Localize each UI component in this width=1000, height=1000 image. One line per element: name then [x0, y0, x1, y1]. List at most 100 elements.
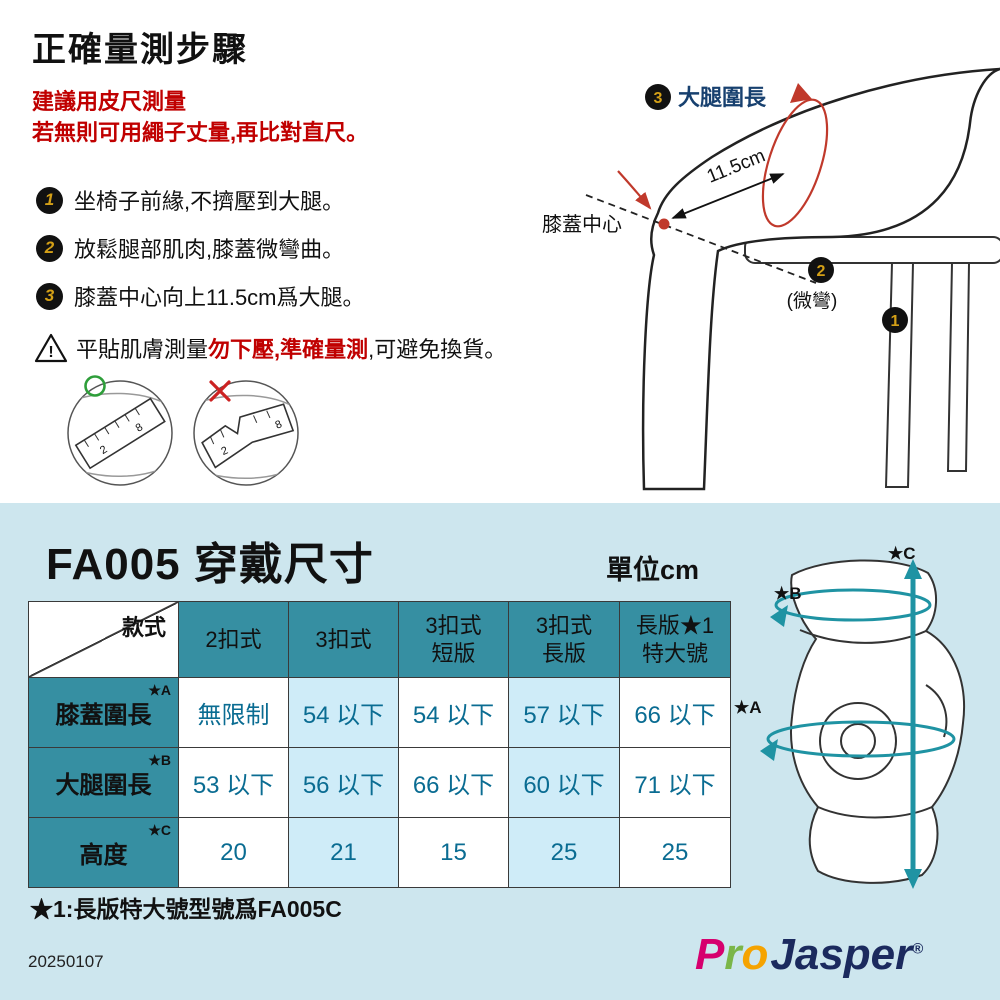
measure-advice: 建議用皮尺測量 若無則可用繩子丈量,再比對直尺。: [32, 86, 368, 148]
advice-line-1: 建議用皮尺測量: [32, 89, 187, 114]
chair: [744, 236, 1000, 488]
star-c-mark: ★C: [148, 822, 171, 838]
value-cell: 無限制: [178, 677, 289, 748]
step-item-1: 1 坐椅子前緣,不擠壓到大腿。: [36, 176, 365, 224]
warning-prefix: 平貼肌膚測量: [76, 337, 209, 362]
distance-arrow: [671, 173, 785, 219]
value-cell: 57 以下: [508, 677, 620, 748]
brace-label-a: ★A: [734, 698, 762, 717]
step-3-number: 3: [44, 286, 55, 305]
corner-label: 款式: [121, 615, 166, 640]
svg-text:8: 8: [134, 421, 146, 434]
knee-axis-dashed-line: [585, 194, 817, 284]
page-title: 正確量測步驟: [32, 31, 248, 69]
value-cell: 53 以下: [178, 747, 289, 818]
value-cell: 54 以下: [288, 677, 399, 748]
thigh-circumference-label: 大腿圍長: [678, 85, 767, 110]
step-list: 1 坐椅子前緣,不擠壓到大腿。 2 放鬆腿部肌肉,膝蓋微彎曲。 3 膝蓋中心向上…: [36, 176, 365, 320]
logo-letter-r: r: [724, 930, 742, 979]
sizing-title: FA005 穿戴尺寸: [46, 540, 374, 589]
step-3-badge-icon: 3: [645, 84, 671, 110]
slight-bend-label: (微彎): [787, 290, 838, 312]
table-row-thigh-circumference: ★B 大腿圍長 53 以下 56 以下 66 以下 60 以下 71 以下: [28, 747, 731, 818]
knee-brace-illustration: ★C ★B ★A: [734, 544, 965, 889]
row-label: 大腿圍長: [55, 772, 152, 799]
row-header-thigh-circumference: ★B 大腿圍長: [28, 747, 179, 818]
star-a-mark: ★A: [148, 682, 171, 698]
unit-label: 單位cm: [606, 555, 700, 585]
svg-text:2: 2: [817, 263, 826, 280]
step-item-3: 3 膝蓋中心向上11.5cm爲大腿。: [36, 272, 365, 320]
row-header-knee-circumference: ★A 膝蓋圍長: [28, 677, 179, 748]
step-1-text: 坐椅子前緣,不擠壓到大腿。: [74, 189, 345, 214]
svg-text:!: !: [48, 344, 53, 361]
step-3-badge-icon: 3: [36, 282, 63, 310]
value-cell: 25: [508, 817, 620, 888]
tape-measure-bad: 2 8: [193, 380, 299, 486]
star-b-mark: ★B: [148, 752, 171, 768]
svg-text:3: 3: [654, 90, 663, 107]
brace-label-b: ★B: [774, 584, 802, 603]
warning-suffix: ,可避免換貨。: [368, 337, 507, 362]
row-label: 高度: [79, 842, 128, 869]
measurement-arrows: [760, 559, 956, 889]
row-label: 膝蓋圍長: [55, 702, 152, 729]
svg-text:8: 8: [273, 418, 283, 431]
logo-letter-o: o: [741, 930, 769, 979]
value-cell: 66 以下: [398, 747, 509, 818]
knee-center-label: 膝蓋中心: [542, 213, 622, 236]
svg-text:1: 1: [891, 313, 900, 330]
table-corner-cell: 款式: [28, 601, 179, 678]
value-cell: 71 以下: [619, 747, 731, 818]
knee-center-dot: [658, 218, 670, 230]
logo-name: Jasper: [770, 930, 913, 979]
cross-mark-icon: [209, 380, 231, 402]
knee-pointer-arrow: [617, 170, 652, 210]
footnote: ★1:長版特大號型號爲FA005C: [30, 896, 342, 922]
good-mark-icon: [84, 375, 106, 397]
step-2-badge-icon: 2: [36, 234, 63, 262]
svg-text:2: 2: [219, 445, 229, 458]
warning-highlight: 勿下壓,準確量測: [208, 337, 369, 362]
svg-text:2: 2: [98, 444, 110, 457]
step-2-text: 放鬆腿部肌肉,膝蓋微彎曲。: [74, 237, 345, 262]
value-cell: 56 以下: [288, 747, 399, 818]
tape-usage-illustration: 2 8 2 8: [67, 375, 299, 486]
date-code: 20250107: [28, 952, 104, 971]
registered-mark: ®: [912, 940, 924, 958]
step-1-number: 1: [44, 190, 55, 209]
value-cell: 15: [398, 817, 509, 888]
corner-diagonal-line: [29, 602, 178, 677]
warning-note: ! 平貼肌膚測量勿下壓,準確量測,可避免換貨。: [34, 332, 506, 364]
leg-chair-illustration: 11.5cm 膝蓋中心 3 大腿圍長 2 (微彎) 1: [542, 67, 1000, 491]
value-cell: 60 以下: [508, 747, 620, 818]
brace-label-c: ★C: [888, 544, 916, 563]
step-item-2: 2 放鬆腿部肌肉,膝蓋微彎曲。: [36, 224, 365, 272]
value-cell: 25: [619, 817, 731, 888]
col-header-1: 2扣式: [178, 601, 289, 678]
value-cell: 54 以下: [398, 677, 509, 748]
col-header-3: 3扣式短版: [398, 601, 509, 678]
col-header-2: 3扣式: [288, 601, 399, 678]
table-row-knee-circumference: ★A 膝蓋圍長 無限制 54 以下 54 以下 57 以下 66 以下: [28, 677, 731, 748]
value-cell: 21: [288, 817, 399, 888]
thigh-circumference-arc: [761, 83, 829, 228]
logo-letter-p: P: [695, 930, 725, 979]
step-3-text: 膝蓋中心向上11.5cm爲大腿。: [74, 285, 365, 310]
step-1-badge-icon: 1: [36, 186, 63, 214]
step-1-badge-icon: 1: [882, 307, 908, 333]
tape-measure-good: 2 8: [67, 375, 173, 486]
advice-line-2: 若無則可用繩子丈量,再比對直尺。: [32, 120, 369, 145]
table-row-height: ★C 高度 20 21 15 25 25: [28, 817, 731, 888]
brand-logo: ProJasper®: [695, 930, 923, 980]
row-header-height: ★C 高度: [28, 817, 179, 888]
warning-triangle-icon: !: [34, 333, 68, 363]
step-2-number: 2: [44, 238, 55, 257]
value-cell: 66 以下: [619, 677, 731, 748]
step-2-badge-icon: 2: [808, 257, 834, 283]
value-cell: 20: [178, 817, 289, 888]
